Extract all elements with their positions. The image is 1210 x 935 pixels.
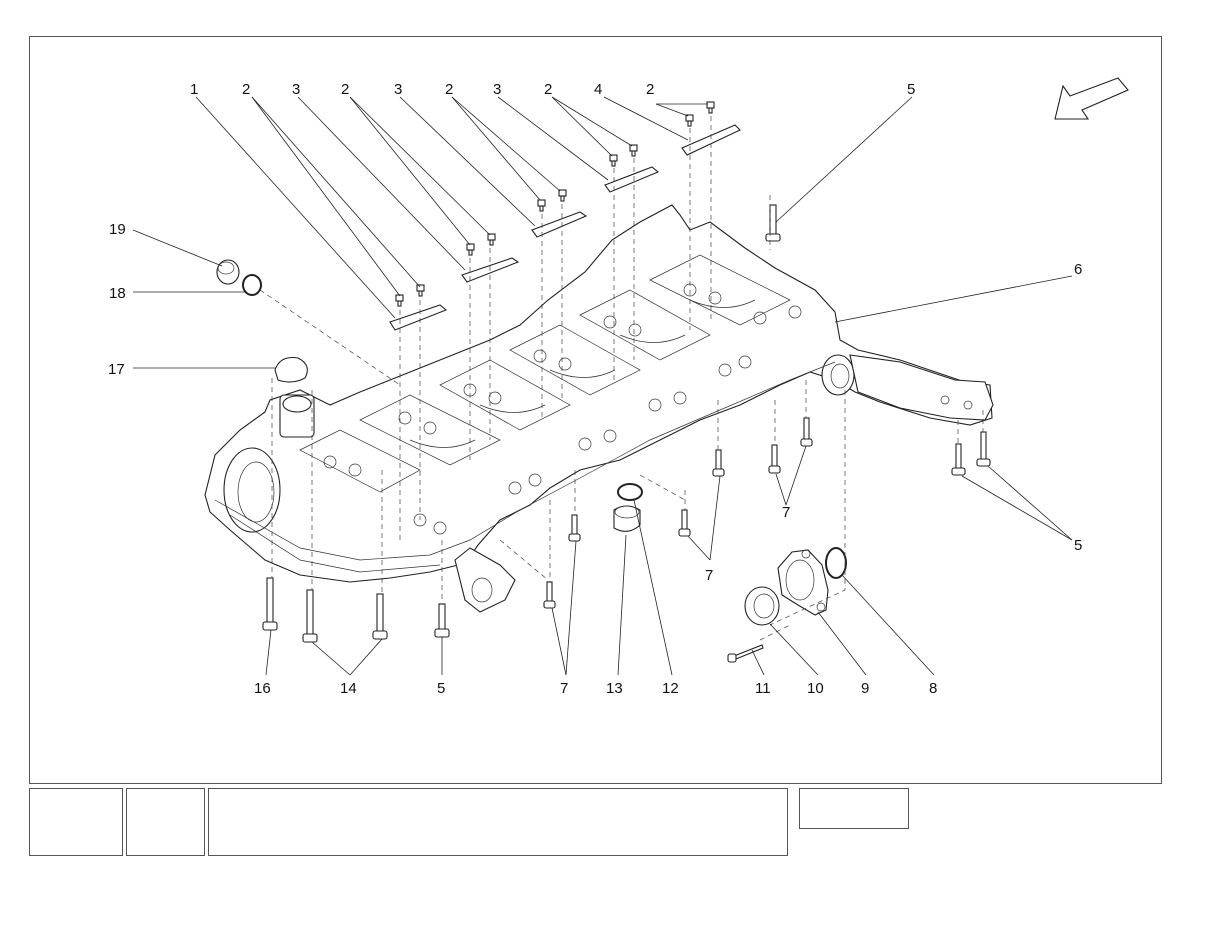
title-block-cell-2 <box>126 788 205 856</box>
callout-1: 1 <box>190 81 198 98</box>
leader-lines <box>132 96 1073 676</box>
title-block-cell-4 <box>799 788 909 829</box>
callout-3: 3 <box>394 81 402 98</box>
callout-12: 12 <box>662 680 679 697</box>
callout-3: 3 <box>292 81 300 98</box>
housing-item-9 <box>777 549 829 616</box>
bolt-item-5-top <box>765 204 781 242</box>
callout-7: 7 <box>560 680 568 697</box>
callout-7: 7 <box>705 567 713 584</box>
plug-item-13 <box>613 505 641 532</box>
callout-17: 17 <box>108 361 125 378</box>
title-block-cell-1 <box>29 788 123 856</box>
callout-13: 13 <box>606 680 623 697</box>
callout-2: 2 <box>544 81 552 98</box>
callout-5: 5 <box>1074 537 1082 554</box>
callout-5: 5 <box>907 81 915 98</box>
callout-3: 3 <box>493 81 501 98</box>
callout-2: 2 <box>646 81 654 98</box>
crankcase-body <box>204 204 994 613</box>
callout-19: 19 <box>109 221 126 238</box>
seal-ring-item-18 <box>242 274 262 296</box>
alignment-lines <box>259 116 984 641</box>
screws-item-2 <box>395 101 715 307</box>
callout-10: 10 <box>807 680 824 697</box>
callout-11: 11 <box>755 680 771 697</box>
callout-2: 2 <box>445 81 453 98</box>
callout-7: 7 <box>782 504 790 521</box>
callout-14: 14 <box>340 680 357 697</box>
seal-ring-item-8 <box>825 547 847 579</box>
callout-9: 9 <box>861 680 869 697</box>
oil-seal-item-10 <box>744 586 780 626</box>
callout-4: 4 <box>594 81 602 98</box>
drawing-frame <box>29 36 1162 784</box>
callout-2: 2 <box>341 81 349 98</box>
plug-item-19 <box>216 259 240 285</box>
bolts-item-7 <box>543 417 813 609</box>
callout-2: 2 <box>242 81 250 98</box>
gasket-item-17 <box>274 356 308 383</box>
callout-5: 5 <box>437 680 445 697</box>
bolts-bottom-left <box>262 577 450 643</box>
seal-ring-item-12 <box>617 483 643 501</box>
bolts-item-5-right <box>951 431 991 476</box>
title-block-description <box>208 788 788 856</box>
screw-item-11 <box>727 644 764 663</box>
arrow-down-left-icon <box>1054 77 1129 120</box>
callout-6: 6 <box>1074 261 1082 278</box>
callout-18: 18 <box>109 285 126 302</box>
bearing-brackets <box>389 124 741 331</box>
callout-16: 16 <box>254 680 271 697</box>
callout-labels: 1 2 3 2 3 2 3 2 4 2 5 6 19 18 17 7 5 7 1… <box>108 81 1082 697</box>
callout-8: 8 <box>929 680 937 697</box>
